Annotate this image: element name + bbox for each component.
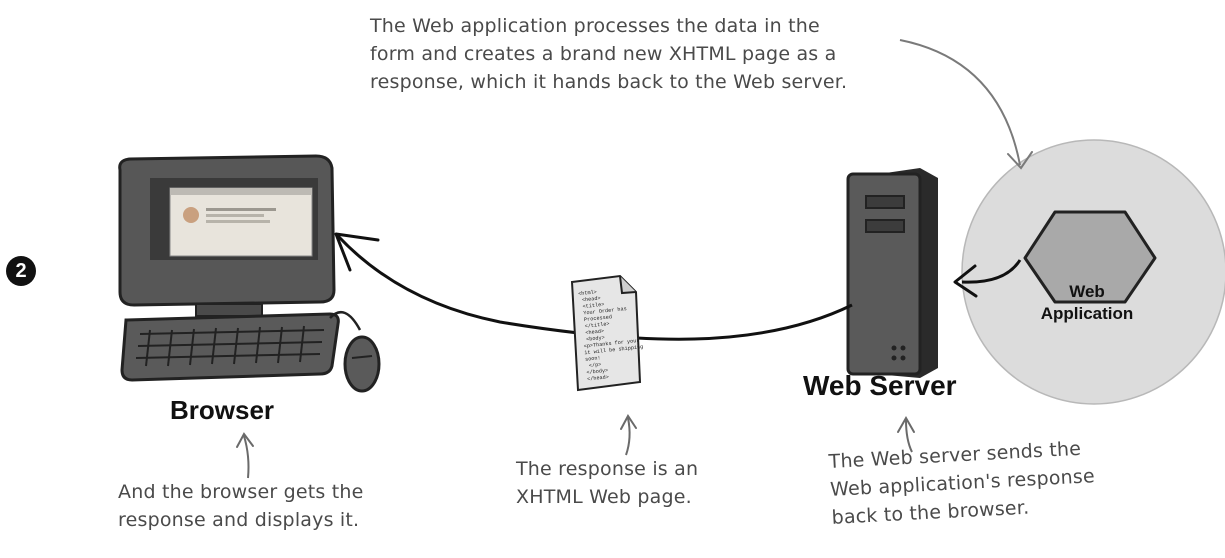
- browser-label: Browser: [170, 395, 275, 425]
- response-annotation: The response is an XHTML Web page.: [516, 458, 699, 508]
- document-code-text: <html> <head> <title> Your Order has Pro…: [578, 285, 646, 382]
- step-number-badge: 2: [6, 256, 36, 286]
- response-note-arrow: [625, 417, 631, 456]
- arrow-head-icon: [334, 232, 380, 272]
- top-note-arrow: [899, 39, 1021, 166]
- document-code-line: </title>: [581, 321, 610, 330]
- app-label-line1: Web: [1069, 282, 1105, 301]
- document-code-line: <p>Thanks for your: [583, 338, 639, 350]
- app-label-line2: Application: [1041, 304, 1134, 323]
- response-arrow: [336, 234, 853, 341]
- document-code-line: soon!: [585, 355, 601, 363]
- web-page-document-icon: <html> <head> <title> Your Order has Pro…: [570, 274, 646, 392]
- top-annotation: The Web application processes the data i…: [370, 15, 848, 93]
- server-tower-icon: [846, 168, 938, 378]
- mouse-icon: [329, 310, 381, 393]
- document-code-line: </p>: [585, 362, 601, 370]
- document-code-line: <head>: [579, 296, 601, 304]
- document-code-line: </body>: [586, 368, 608, 376]
- document-code-line: <body>: [583, 335, 605, 343]
- keyboard-icon: [120, 312, 340, 382]
- document-code-line: Your Order has: [580, 306, 627, 317]
- hexagon-app-icon: [1023, 210, 1157, 304]
- app-to-server-arrow: [961, 259, 1022, 284]
- web-application-area: Web Application: [961, 139, 1225, 405]
- document-code-line: <head>: [582, 328, 604, 336]
- server-label: Web Server: [803, 370, 957, 401]
- computer-monitor-icon: [118, 154, 336, 317]
- server-annotation: The Web server sends the Web application…: [828, 437, 1096, 529]
- browser-annotation: And the browser gets the response and di…: [118, 481, 364, 531]
- document-code-line: <html>: [578, 289, 597, 297]
- document-code-line: </head>: [587, 374, 609, 382]
- document-code-line: Processed: [581, 314, 613, 323]
- server-note-arrow: [905, 419, 913, 453]
- document-code-line: <title>: [579, 302, 604, 311]
- browser-note-arrow: [243, 435, 250, 479]
